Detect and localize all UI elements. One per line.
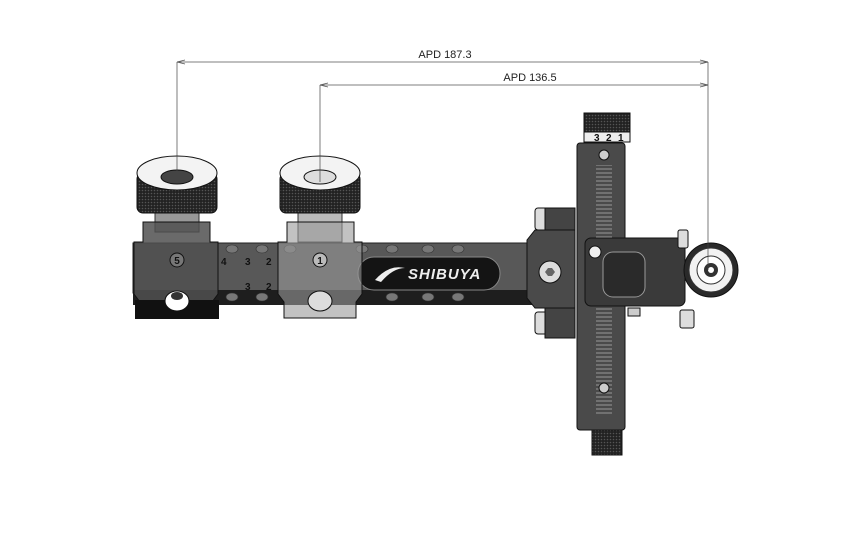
bar-mark: 3 — [245, 257, 251, 268]
dial-mark: 3 — [594, 133, 600, 144]
apd-short-label: APD 136.5 — [503, 72, 556, 84]
bar-mark: 4 — [221, 257, 227, 268]
logo-text: SHIBUYA — [408, 266, 481, 283]
bar-mark: 2 — [266, 257, 272, 268]
dimension-apd-short: APD 136.5 — [319, 72, 709, 88]
bar-marks: 4 3 2 3 2 — [221, 257, 272, 293]
mount-block — [526, 207, 576, 339]
elevation-dial[interactable]: 3 2 1 — [583, 112, 631, 144]
bar-mark: 2 — [266, 282, 272, 293]
position-number: 1 — [317, 256, 323, 267]
dial-mark: 1 — [618, 133, 624, 144]
left-slider-block[interactable]: 5 — [133, 211, 219, 319]
shibuya-logo-badge: SHIBUYA — [357, 256, 501, 291]
right-slider-block[interactable]: 1 — [277, 211, 363, 319]
scope-housing — [584, 229, 695, 329]
extension-lines — [176, 62, 709, 270]
bar-mark: 3 — [245, 282, 251, 293]
aperture-lens — [683, 242, 739, 298]
position-number: 5 — [174, 256, 180, 267]
bottom-knob[interactable] — [591, 429, 623, 456]
dimension-apd-long: APD 187.3 — [176, 49, 709, 65]
apd-long-label: APD 187.3 — [418, 49, 471, 61]
dial-mark: 2 — [606, 133, 612, 144]
